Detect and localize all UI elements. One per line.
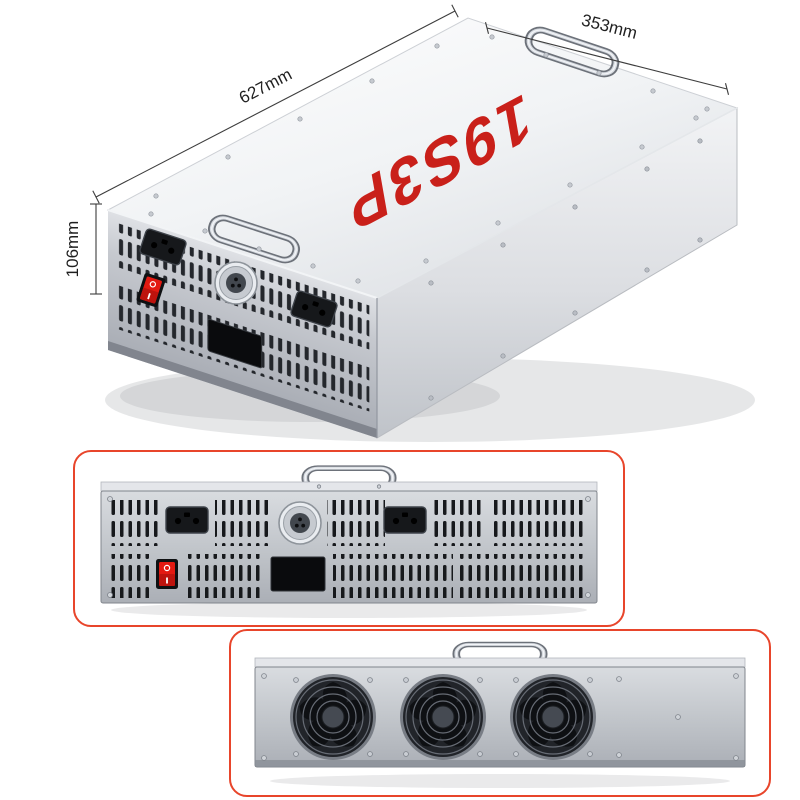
front-panel-detail-frame	[73, 450, 625, 627]
dimension-height-lines	[90, 203, 102, 295]
edge-highlight-right	[376, 107, 738, 299]
top-face-screws	[148, 34, 710, 284]
panel-top-edge	[254, 657, 746, 668]
panel-bottom-lip	[255, 760, 745, 767]
panel-top-edge	[100, 481, 598, 492]
vent-grilles	[109, 500, 587, 598]
front-face-bottom-lip	[108, 341, 377, 439]
panel-screws	[107, 484, 591, 598]
side-face-screws	[428, 138, 703, 401]
display-window	[270, 556, 326, 592]
cooling-fan-icon	[290, 674, 376, 760]
aviation-connector-icon	[278, 501, 322, 545]
edge-highlight-front	[107, 209, 378, 299]
ac-socket-icon	[165, 506, 209, 534]
fan-panel-detail-frame	[229, 629, 771, 797]
dimension-width-lines	[484, 22, 730, 95]
device-3d: 19S3P	[106, 17, 739, 439]
panel-shadow	[111, 602, 587, 618]
dimension-height-label: 106mm	[63, 221, 82, 278]
panel-shadow	[270, 774, 730, 788]
cooling-fan-icon	[400, 674, 486, 760]
power-switch-icon	[155, 558, 179, 590]
panel-screws	[261, 673, 739, 761]
front-panel-view	[100, 452, 598, 618]
display-window	[207, 318, 263, 369]
fan-panel-view	[254, 631, 746, 788]
dimension-width-label: 353mm	[580, 10, 640, 42]
cooling-fan-icon	[510, 674, 596, 760]
aviation-connector-icon	[214, 261, 258, 305]
device-3d-view: 19S3P	[63, 4, 755, 442]
dimension-length-lines	[92, 4, 459, 204]
dimension-length-label: 627mm	[236, 65, 295, 108]
ac-socket-icon	[383, 506, 427, 534]
